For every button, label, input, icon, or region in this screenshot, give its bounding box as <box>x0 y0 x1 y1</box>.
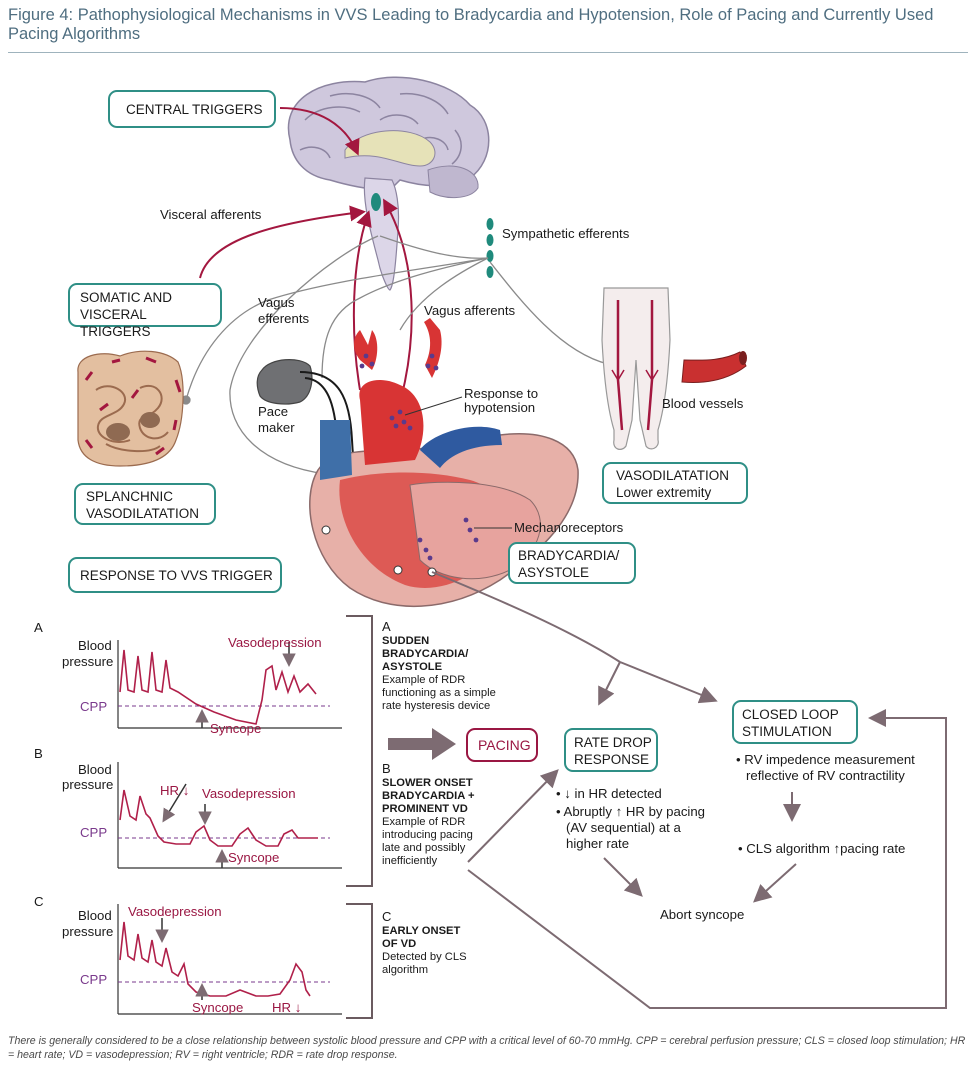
cls-bullet-2: • CLS algorithm ↑pacing rate <box>738 841 906 856</box>
mid-a-text: A SUDDEN BRADYCARDIA/ ASYSTOLE Example o… <box>382 620 512 713</box>
splanchnic-line2: VASODILATATION <box>86 506 200 521</box>
mid-a-head2: BRADYCARDIA/ <box>382 648 469 660</box>
mid-b-letter: B <box>382 761 391 776</box>
panel-b-hr: HR ↓ <box>160 783 190 798</box>
panel-b-trace <box>117 762 342 869</box>
mid-a-body3: rate hysteresis device <box>382 700 491 712</box>
mid-b-head2: BRADYCARDIA + <box>382 790 475 802</box>
mid-b-body1: Example of RDR <box>382 816 466 828</box>
mechanoreceptors-label: Mechanoreceptors <box>514 520 624 535</box>
response-hypotension-label-2: hypotension <box>464 400 536 415</box>
pacemaker-label-1: Pace <box>258 404 289 419</box>
panel-c-hr: HR ↓ <box>272 1000 302 1015</box>
panel-b-syncope: Syncope <box>228 850 280 865</box>
vasodilatation-line2: Lower extremity <box>616 485 712 500</box>
mid-a-head1: SUDDEN <box>382 635 430 647</box>
pacing-arrow <box>388 728 456 760</box>
intestines-illustration <box>77 350 184 467</box>
bradycardia-line2: ASYSTOLE <box>518 565 590 580</box>
somatic-visceral-triggers-box: SOMATIC AND VISCERAL TRIGGERS <box>68 283 222 339</box>
closed-loop-line2: STIMULATION <box>742 724 832 739</box>
panel-b-cpp: CPP <box>80 825 108 840</box>
vagus-efferents-label-1: Vagus <box>258 295 295 310</box>
abort-syncope-label: Abort syncope <box>660 907 745 922</box>
mid-c-text: C EARLY ONSET OF VD Detected by CLS algo… <box>382 910 512 977</box>
mid-a-body2: functioning as a simple <box>382 687 496 699</box>
panel-a-letter: A <box>34 620 43 635</box>
visceral-afferents-label: Visceral afferents <box>160 207 262 222</box>
rate-drop-response-box: RATE DROP RESPONSE <box>564 728 658 772</box>
cls-bullet-1-line1: • RV impedence measurement <box>736 752 915 767</box>
mid-b-head3: PROMINENT VD <box>382 803 468 815</box>
vagus-efferents-label-2: efferents <box>258 311 310 326</box>
response-hypotension-label-1: Response to <box>464 386 539 401</box>
panel-c-letter: C <box>34 894 44 909</box>
central-triggers-box: CENTRAL TRIGGERS <box>108 90 276 128</box>
panel-c-trace <box>117 904 342 1015</box>
vasodilatation-line1: VASODILATATION <box>616 468 730 483</box>
panel-a-pressure: pressure <box>62 654 114 669</box>
vasodilatation-lower-extremity-box: VASODILATATION Lower extremity <box>602 462 748 504</box>
pacing-label: PACING <box>478 737 531 753</box>
panel-b-blood: Blood <box>78 762 112 777</box>
mid-b-body3: late and possibly <box>382 842 466 854</box>
legs-illustration <box>601 287 747 450</box>
panel-b-pressure: pressure <box>62 777 114 792</box>
bradycardia-asystole-box: BRADYCARDIA/ ASYSTOLE <box>508 542 636 584</box>
mid-a-body1: Example of RDR <box>382 674 466 686</box>
somatic-line1: SOMATIC AND <box>80 290 173 305</box>
panel-a-vasodepression: Vasodepression <box>228 635 322 650</box>
closed-loop-stimulation-box: CLOSED LOOP STIMULATION <box>732 700 858 744</box>
panel-c-syncope: Syncope <box>192 1000 244 1015</box>
sympathetic-efferents-label: Sympathetic efferents <box>502 226 630 241</box>
mid-b-text: B SLOWER ONSET BRADYCARDIA + PROMINENT V… <box>382 762 512 868</box>
bradycardia-line1: BRADYCARDIA/ <box>518 548 620 563</box>
pacemaker-label-2: maker <box>258 420 295 435</box>
mid-b-head1: SLOWER ONSET <box>382 777 473 789</box>
splanchnic-line1: SPLANCHNIC <box>86 489 174 504</box>
panel-b-vasodepression: Vasodepression <box>202 786 296 801</box>
panel-c-vasodepression: Vasodepression <box>128 904 222 919</box>
mid-a-letter: A <box>382 619 391 634</box>
rdr-bullet-1: • ↓ in HR detected <box>556 786 662 801</box>
panel-c-cpp: CPP <box>80 972 108 987</box>
title-divider <box>8 52 968 53</box>
panel-a-syncope: Syncope <box>210 721 262 736</box>
rdr-bullet-2-line1: • Abruptly ↑ HR by pacing <box>556 804 706 819</box>
somatic-line2: VISCERAL TRIGGERS <box>80 307 151 339</box>
response-to-vvs-label: RESPONSE TO VVS TRIGGER <box>80 568 273 583</box>
sympathetic-chain <box>486 218 494 278</box>
mid-c-body2: algorithm <box>382 964 429 976</box>
mid-c-body1: Detected by CLS <box>382 951 467 963</box>
rdr-bullet-2-line2: (AV sequential) at a <box>566 820 681 835</box>
mid-c-letter: C <box>382 909 392 924</box>
panel-a-trace <box>117 640 342 729</box>
rate-drop-line2: RESPONSE <box>574 752 650 767</box>
figure-title: Figure 4: Pathophysiological Mechanisms … <box>8 6 934 43</box>
rdr-bullet-2-line3: higher rate <box>566 836 630 851</box>
panel-c-pressure: pressure <box>62 924 114 939</box>
cls-bullet-1-line2: reflective of RV contractility <box>746 768 905 783</box>
panel-a-blood: Blood <box>78 638 112 653</box>
splanchnic-vasodilatation-box: SPLANCHNIC VASODILATATION <box>74 483 216 525</box>
mid-c-head2: OF VD <box>382 938 417 950</box>
mid-a-head3: ASYSTOLE <box>382 661 443 673</box>
brain-illustration <box>287 76 490 291</box>
mid-c-head1: EARLY ONSET <box>382 925 461 937</box>
closed-loop-line1: CLOSED LOOP <box>742 707 839 722</box>
panel-c-blood: Blood <box>78 908 112 923</box>
panel-b-letter: B <box>34 746 43 761</box>
panel-a-cpp: CPP <box>80 699 108 714</box>
figure-caption: There is generally considered to be a cl… <box>8 1035 966 1061</box>
central-triggers-label: CENTRAL TRIGGERS <box>126 102 263 117</box>
blood-vessels-label: Blood vessels <box>662 396 744 411</box>
response-to-vvs-box: RESPONSE TO VVS TRIGGER <box>68 557 282 593</box>
vagus-afferents-label: Vagus afferents <box>424 303 516 318</box>
pacing-box: PACING <box>466 728 538 762</box>
mid-b-body4: inefficiently <box>382 855 438 867</box>
rate-drop-line1: RATE DROP <box>574 735 652 750</box>
mid-b-body2: introducing pacing <box>382 829 473 841</box>
